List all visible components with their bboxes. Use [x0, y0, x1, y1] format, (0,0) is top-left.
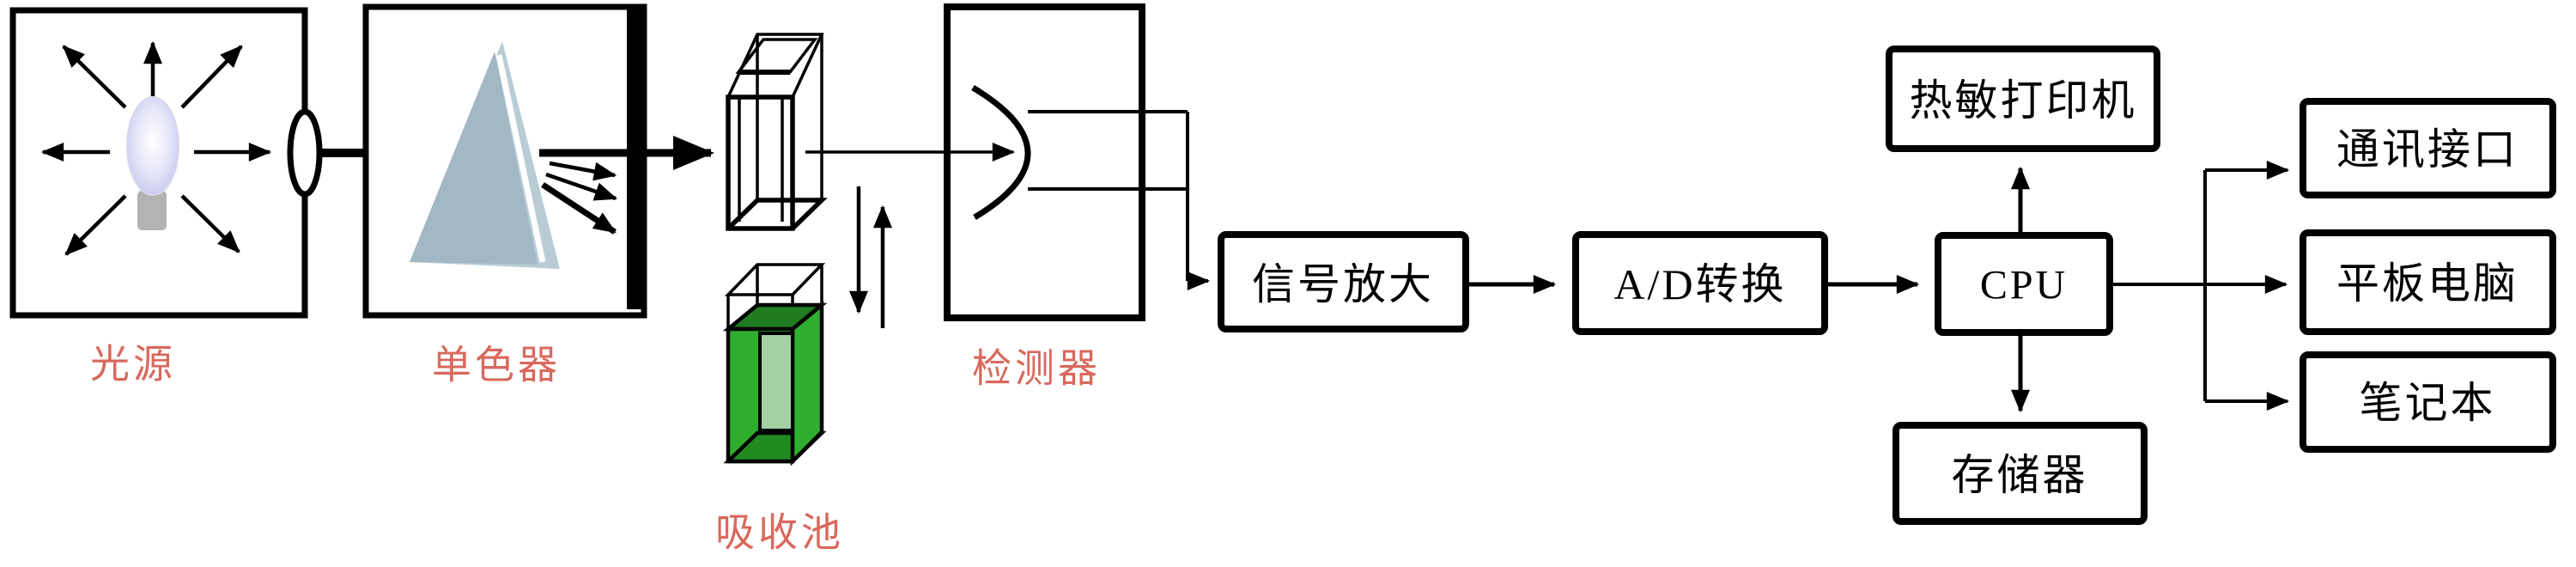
detector-unit [944, 3, 1211, 321]
notebook-node: 笔记本 [2300, 351, 2556, 453]
tablet-node: 平板电脑 [2300, 229, 2556, 335]
signal-amplifier-node: 信号放大 [1218, 231, 1469, 332]
thermal-printer-node: 热敏打印机 [1886, 46, 2160, 152]
memory-box [1893, 422, 2148, 525]
reference-cuvette-icon [726, 33, 828, 231]
cpu-node: CPU [1935, 232, 2113, 336]
dispersed-rays-icon [541, 161, 618, 235]
tablet-box [2300, 229, 2556, 335]
ad-converter-label: A/D转换 [1613, 260, 1786, 308]
memory-node: 存储器 [1893, 422, 2148, 525]
thermal-printer-box [1886, 46, 2160, 152]
cpu-label: CPU [1980, 263, 2068, 308]
tablet-label: 平板电脑 [2336, 259, 2518, 308]
comm-interface-box [2300, 98, 2556, 198]
cpu-output-branch [2110, 170, 2207, 401]
sample-cuvette-icon [722, 263, 828, 466]
detector-box [944, 3, 1145, 321]
absorption-cell-unit [722, 33, 944, 466]
light-bulb-icon [126, 96, 179, 230]
lens-icon [287, 108, 323, 198]
cell-swap-arrows-icon [849, 186, 892, 328]
electrode-leads [1028, 110, 1189, 281]
absorption-cell-label: 吸收池 [715, 511, 844, 555]
notebook-box [2300, 351, 2556, 453]
detector-label: 检测器 [972, 347, 1101, 391]
ad-converter-node: A/D转换 [1572, 231, 1828, 335]
comm-interface-label: 通讯接口 [2336, 125, 2518, 174]
signal-amplifier-label: 信号放大 [1252, 260, 1434, 308]
monochromator-unit [362, 3, 714, 319]
light-rays-icon [40, 40, 272, 256]
light-source-label: 光源 [90, 343, 176, 387]
comm-interface-node: 通讯接口 [2300, 98, 2556, 198]
light-source-unit [9, 7, 323, 319]
notebook-label: 笔记本 [2360, 379, 2496, 427]
prism-icon [410, 41, 560, 269]
photocathode-arc-icon [971, 84, 1031, 221]
thermal-printer-label: 热敏打印机 [1910, 76, 2137, 125]
signal-amplifier-box [1218, 231, 1469, 332]
monochromator-label: 单色器 [432, 344, 561, 387]
memory-label: 存储器 [1952, 451, 2088, 499]
exit-slit-icon [627, 9, 646, 309]
